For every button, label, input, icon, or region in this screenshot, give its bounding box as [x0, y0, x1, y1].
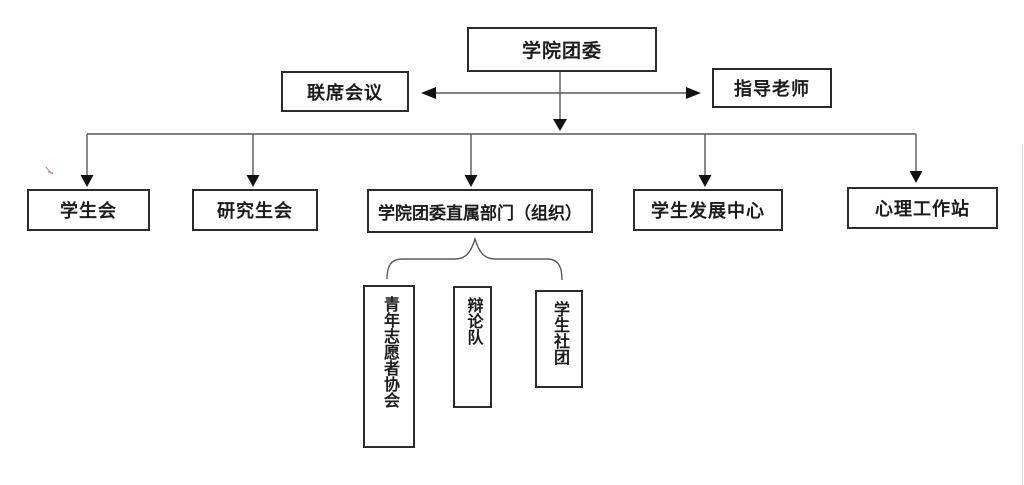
- root-stem-arrowhead: [553, 119, 567, 131]
- node-label: 心理工作站: [875, 199, 970, 219]
- node-label: 学院团委: [521, 41, 602, 62]
- drop-arrowhead-direct-departments: [464, 175, 478, 187]
- node-label: 学生会: [60, 201, 117, 221]
- node-joint-meeting: 联席会议: [281, 71, 409, 112]
- node-student-clubs: 学生社团: [535, 290, 583, 388]
- drop-arrowhead-student-development: [698, 175, 712, 187]
- drop-arrowhead-graduate-union: [246, 175, 260, 187]
- node-label: 学生社团: [551, 301, 568, 365]
- node-label: 学生发展中心: [651, 201, 765, 221]
- curly-brace: [386, 236, 563, 281]
- node-label: 青年志愿者协会: [381, 296, 398, 408]
- drop-arrowhead-psychology-workstation: [909, 171, 923, 183]
- left-arrowhead: [421, 87, 436, 99]
- right-arrowhead: [686, 87, 701, 99]
- node-direct-departments: 学院团委直属部门（组织）: [367, 189, 593, 233]
- node-student-union: 学生会: [27, 189, 150, 231]
- node-label: 辩论队: [464, 297, 482, 345]
- node-student-development-center: 学生发展中心: [633, 189, 783, 231]
- node-psychology-workstation: 心理工作站: [847, 187, 998, 229]
- node-label: 学院团委直属部门（组织）: [378, 203, 582, 223]
- node-debate-team: 辩论队: [453, 286, 492, 408]
- node-label: 研究生会: [217, 201, 293, 221]
- node-youth-volunteer-association: 青年志愿者协会: [363, 285, 415, 448]
- node-label: 指导老师: [734, 79, 810, 99]
- node-college-youth-league-committee: 学院团委: [467, 27, 657, 72]
- drop-arrowhead-student-union: [80, 175, 94, 187]
- node-label: 联席会议: [307, 82, 383, 103]
- red-annotation-mark: [45, 166, 54, 175]
- node-graduate-student-union: 研究生会: [192, 189, 318, 231]
- node-advisors: 指导老师: [712, 68, 832, 108]
